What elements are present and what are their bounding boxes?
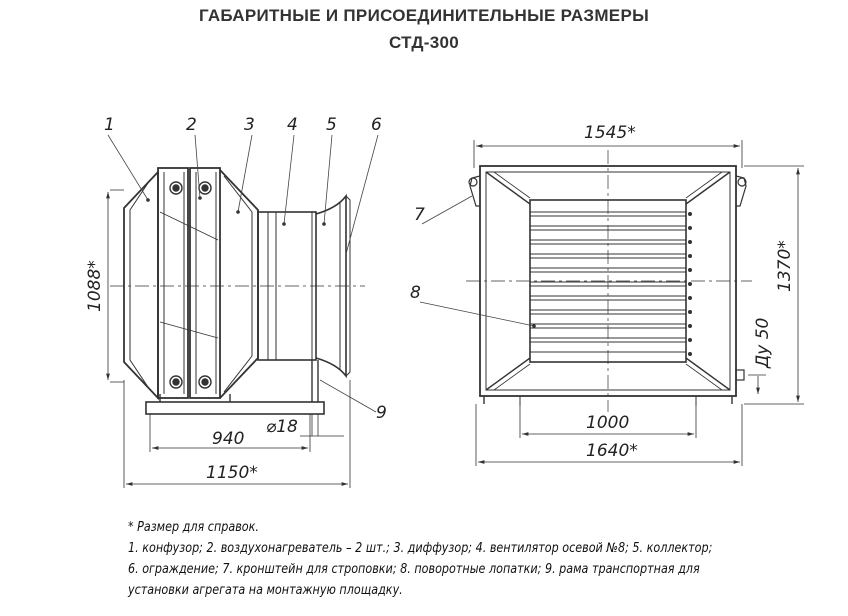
title-line-2: СТД-300 (388, 33, 460, 52)
callout-3: 3 (244, 115, 255, 135)
note-legend-line-3: установки агрегата на монтажную площадку… (128, 583, 403, 598)
dim-width-1545: 1545* (584, 123, 636, 143)
callout-2: 2 (186, 115, 197, 135)
transport-frame (145, 401, 325, 415)
callout-6: 6 (371, 115, 382, 135)
front-dimensions (473, 140, 804, 466)
note-legend-line-2: 6. ограждение; 7. кронштейн для строповк… (128, 562, 700, 577)
callout-7: 7 (414, 205, 425, 225)
title-line-1: ГАБАРИТНЫЕ И ПРИСОЕДИНИТЕЛЬНЫЕ РАЗМЕРЫ (198, 6, 650, 25)
lifting-bracket-right (735, 175, 747, 207)
dim-length-1150: 1150* (206, 463, 258, 483)
callout-4: 4 (287, 115, 298, 135)
heater-1 (157, 167, 189, 399)
front-view (466, 150, 752, 412)
note-reference: * Размер для справок. (128, 520, 259, 535)
dim-hole-18: ⌀18 (266, 417, 298, 437)
dim-height-1088: 1088* (85, 260, 105, 312)
callout-8: 8 (410, 283, 421, 303)
side-dimensions (106, 189, 351, 488)
confusor (123, 169, 159, 401)
lifting-bracket-left (468, 175, 481, 207)
side-leaders (107, 134, 379, 413)
note-legend-line-1: 1. конфузор; 2. воздухонагреватель – 2 ш… (128, 541, 713, 556)
dim-du50: Ду 50 (753, 318, 773, 369)
callout-1: 1 (104, 115, 115, 135)
callout-5: 5 (326, 115, 337, 135)
dim-height-1370: 1370* (775, 240, 795, 292)
front-leaders (419, 195, 535, 327)
drain-pipe-du50 (735, 369, 745, 381)
heater-2 (189, 167, 221, 399)
side-view (110, 167, 365, 415)
dim-width-1000: 1000 (586, 413, 629, 433)
callout-9: 9 (376, 403, 387, 423)
notes-block: * Размер для справок. 1. конфузор; 2. во… (128, 517, 739, 601)
dim-length-940: 940 (212, 429, 244, 449)
dim-width-1640: 1640* (586, 441, 638, 461)
